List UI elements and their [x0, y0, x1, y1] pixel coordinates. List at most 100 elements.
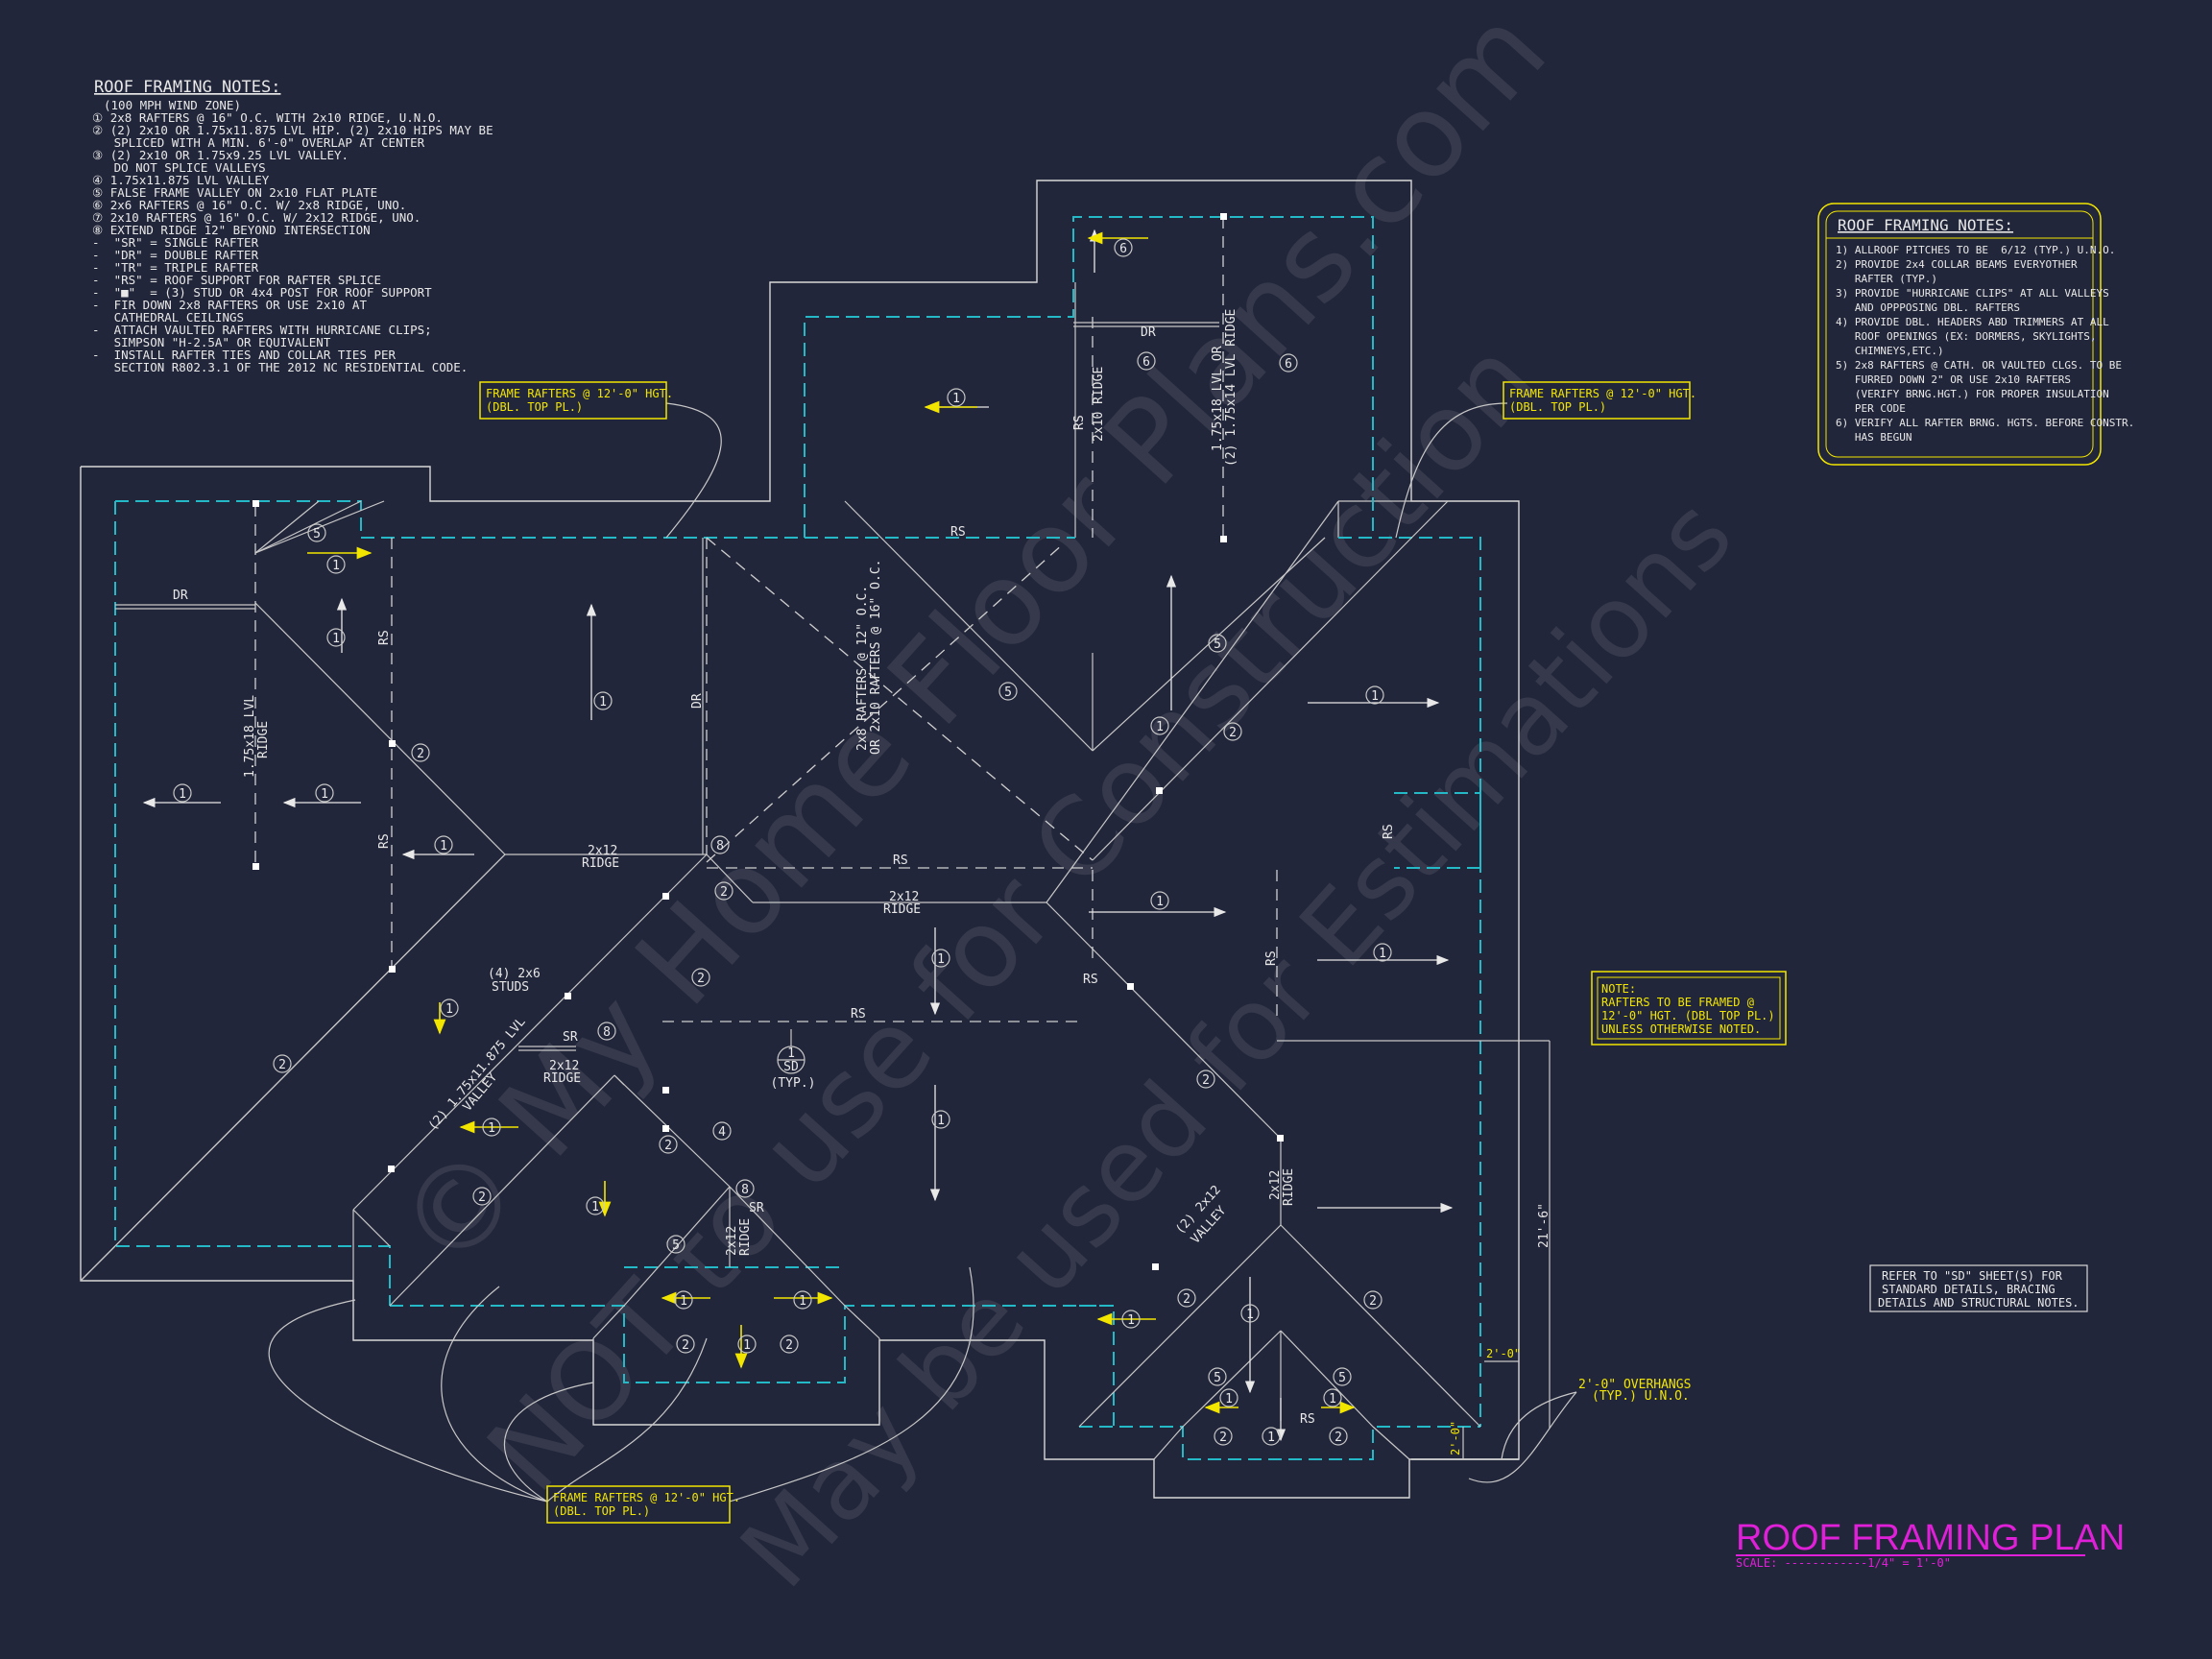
- rs-label: RS: [377, 630, 392, 645]
- notes-left-title: ROOF FRAMING NOTES:: [94, 78, 280, 97]
- dim-vertical: 21'-6": [1537, 1203, 1551, 1248]
- svg-text:2: 2: [1202, 1073, 1210, 1088]
- tag-circle: 8: [710, 835, 730, 854]
- svg-text:1: 1: [680, 1294, 687, 1309]
- notes-right-line: ROOF OPENINGS (EX: DORMERS, SKYLIGHTS,: [1836, 330, 2097, 343]
- svg-text:2: 2: [1183, 1292, 1190, 1307]
- tag-circle: 6: [1114, 238, 1133, 257]
- svg-text:1: 1: [1267, 1431, 1275, 1445]
- notes-right-line: (VERIFY BRNG.HGT.) FOR PROPER INSULATION: [1836, 388, 2109, 400]
- svg-text:1: 1: [1329, 1392, 1336, 1407]
- ridge-2x12-word: RIDGE: [738, 1218, 753, 1256]
- notes-left-line: - "RS" = ROOF SUPPORT FOR RAFTER SPLICE: [92, 273, 381, 287]
- roof-framing-lines: [80, 217, 1551, 1460]
- tag-circle: 8: [597, 1022, 616, 1041]
- ridge-2x12-word: RIDGE: [883, 902, 921, 917]
- tag-circle: 1: [1323, 1388, 1342, 1407]
- rs-label: RS: [950, 525, 966, 540]
- rs-label: RS: [893, 854, 908, 868]
- dr-label: DR: [1141, 325, 1156, 340]
- lvl-ridge-left-2: RIDGE: [256, 721, 271, 758]
- notes-left-line: SIMPSON "H-2.5A" OR EQUIVALENT: [92, 335, 331, 349]
- svg-text:(DBL. TOP PL.): (DBL. TOP PL.): [1509, 400, 1606, 414]
- rs-label: RS: [851, 1007, 866, 1022]
- notes-left-line: - FIR DOWN 2x8 RAFTERS OR USE 2x10 AT: [92, 298, 367, 312]
- lvl-ridge-left-1: 1.75x18 LVL: [243, 695, 257, 778]
- notes-right-line: 6) VERIFY ALL RAFTER BRNG. HGTS. BEFORE …: [1836, 417, 2134, 429]
- callout-note: NOTE: RAFTERS TO BE FRAMED @ 12'-0" HGT.…: [1591, 971, 1787, 1046]
- rs-label: RS: [1382, 824, 1396, 839]
- dimensions: 2'-0" 2'-0" 21'-6": [1449, 1203, 1551, 1459]
- tag-circle: 5: [666, 1235, 685, 1254]
- tag-circle: 2: [411, 743, 430, 762]
- roof-support-posts: [252, 213, 1284, 1270]
- svg-text:STANDARD DETAILS, BRACING: STANDARD DETAILS, BRACING: [1882, 1283, 2056, 1296]
- notes-left-line: - INSTALL RAFTER TIES AND COLLAR TIES PE…: [92, 348, 397, 362]
- svg-text:1: 1: [1379, 947, 1386, 961]
- lvl-ridge-top-2: (2) 1.75x14 LVL RIDGE: [1224, 309, 1238, 467]
- tag-circle: 5: [1333, 1367, 1352, 1386]
- ridge-2x12-word: RIDGE: [1282, 1168, 1296, 1206]
- notes-left-line: DO NOT SPLICE VALLEYS: [92, 160, 266, 175]
- notes-left-line: ③ (2) 2x10 OR 1.75x9.25 LVL VALLEY.: [92, 148, 349, 162]
- ridge-2x10-label: 2x10 RIDGE: [1092, 367, 1106, 442]
- tag-circle: 2: [780, 1334, 799, 1354]
- ridge-2x12-word: RIDGE: [543, 1071, 581, 1086]
- notes-left-line: ④ 1.75x11.875 LVL VALLEY: [92, 173, 270, 187]
- svg-text:1: 1: [1371, 689, 1379, 704]
- framing-tags: 5 1 1 1 1 1 2 1 1 6 6 6 5 5 1 2 1 1 1 8 …: [173, 238, 1392, 1446]
- tag-circle: 1: [947, 388, 966, 407]
- ridge-2x12-size: 2x12: [549, 1059, 579, 1073]
- notes-right-line: HAS BEGUN: [1836, 431, 1911, 444]
- notes-right-line: 1) ALLROOF PITCHES TO BE 6/12 (TYP.) U.N…: [1836, 244, 2115, 256]
- tag-circle: 6: [1279, 353, 1298, 373]
- ridge-2x12-size: 2x12: [725, 1226, 739, 1256]
- svg-text:5: 5: [1214, 637, 1221, 652]
- svg-text:1: 1: [179, 787, 186, 802]
- svg-text:1: 1: [1225, 1392, 1233, 1407]
- svg-text:2: 2: [1369, 1294, 1377, 1309]
- refer-box: REFER TO "SD" SHEET(S) FOR STANDARD DETA…: [1869, 1264, 2088, 1312]
- tag-circle: 2: [676, 1334, 695, 1354]
- tag-circle: 1: [315, 783, 334, 803]
- ridge-2x12-size: 2x12: [1268, 1170, 1283, 1200]
- svg-text:1: 1: [321, 787, 328, 802]
- tag-circle: 1: [931, 1110, 950, 1129]
- callout-overhangs: 2'-0" OVERHANGS (TYP.) U.N.O.: [1578, 1378, 1691, 1404]
- tag-circle: 1: [1219, 1388, 1238, 1407]
- tag-circle: 1: [173, 783, 192, 803]
- svg-text:1: 1: [952, 392, 960, 406]
- tag-circle: 1: [674, 1290, 693, 1310]
- rs-label: RS: [1264, 950, 1279, 966]
- notes-left-line: ⑤ FALSE FRAME VALLEY ON 2x10 FLAT PLATE: [92, 185, 377, 200]
- title-block: ROOF FRAMING PLAN SCALE: ------------1/4…: [1736, 1518, 2125, 1570]
- tag-circle: 5: [1208, 1367, 1227, 1386]
- svg-text:NOTE:: NOTE:: [1601, 982, 1636, 996]
- svg-text:5: 5: [672, 1238, 680, 1253]
- notes-right-line: AND OPPPOSING DBL. RAFTERS: [1836, 301, 2020, 314]
- notes-left-line: - "TR" = TRIPLE RAFTER: [92, 260, 259, 275]
- svg-text:(DBL. TOP PL.): (DBL. TOP PL.): [486, 400, 583, 414]
- notes-left-line: CATHEDRAL CEILINGS: [92, 310, 244, 325]
- tag-circle: 1: [434, 835, 453, 854]
- svg-text:8: 8: [716, 839, 724, 854]
- tag-circle: 1: [1365, 685, 1384, 705]
- svg-text:2: 2: [1334, 1431, 1342, 1445]
- notes-right-line: 4) PROVIDE DBL. HEADERS ABD TRIMMERS AT …: [1836, 316, 2109, 328]
- svg-text:FRAME RAFTERS @ 12'-0" HGT.: FRAME RAFTERS @ 12'-0" HGT.: [486, 387, 673, 400]
- notes-right-title: ROOF FRAMING NOTES:: [1838, 216, 2013, 234]
- svg-text:6: 6: [1119, 242, 1127, 256]
- tag-circle: 1: [593, 691, 613, 710]
- rafters-diag-2: OR 2x10 RAFTERS @ 16" O.C.: [869, 560, 883, 756]
- notes-right-line: CHIMNEYS,ETC.): [1836, 345, 1944, 357]
- svg-text:1: 1: [599, 695, 607, 709]
- tag-circle: 2: [1329, 1427, 1348, 1446]
- notes-left-line: SECTION R802.3.1 OF THE 2012 NC RESIDENT…: [92, 360, 468, 374]
- tag-circle: 1: [1373, 943, 1392, 962]
- svg-text:1: 1: [488, 1121, 495, 1136]
- notes-right-line: 2) PROVIDE 2x4 COLLAR BEAMS EVERYOTHER: [1836, 258, 2078, 271]
- svg-text:DETAILS AND STRUCTURAL NOTES.: DETAILS AND STRUCTURAL NOTES.: [1878, 1296, 2080, 1310]
- notes-right-line: FURRED DOWN 2" OR USE 2x10 RAFTERS: [1836, 373, 2071, 386]
- tag-circle: 2: [1177, 1288, 1196, 1308]
- notes-right-line: RAFTER (TYP.): [1836, 273, 1937, 285]
